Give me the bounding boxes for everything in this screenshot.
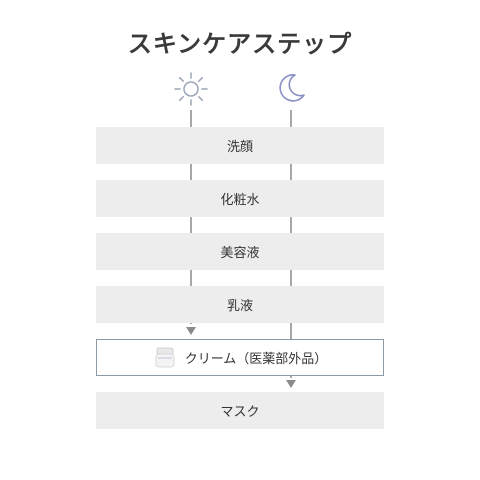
night-arrow-icon — [286, 380, 296, 388]
step-label: 洗顔 — [226, 140, 253, 155]
sun-icon — [174, 72, 208, 106]
step-label: 乳液 — [226, 299, 253, 314]
step-serum: 美容液 — [96, 233, 384, 270]
cream-jar-icon — [155, 347, 175, 367]
moon-icon — [279, 74, 305, 102]
step-label: 化粧水 — [220, 193, 260, 208]
step-label: 美容液 — [220, 246, 260, 261]
day-arrow-icon — [186, 327, 196, 335]
step-label: クリーム（医薬部外品） — [184, 352, 328, 367]
step-emulsion: 乳液 — [96, 286, 384, 323]
step-wash: 洗顔 — [96, 127, 384, 164]
step-mask: マスク — [96, 392, 384, 429]
step-lotion: 化粧水 — [96, 180, 384, 217]
page-title: スキンケアステップ — [127, 30, 353, 58]
step-cream: クリーム（医薬部外品） — [96, 339, 384, 376]
step-label: マスク — [220, 405, 260, 420]
